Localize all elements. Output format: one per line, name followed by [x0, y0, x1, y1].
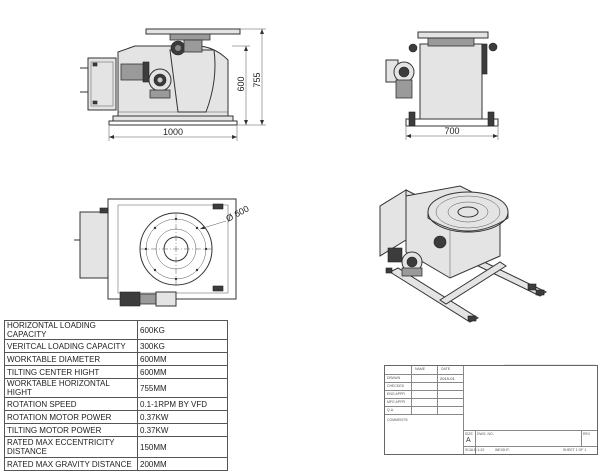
- side-housing: [419, 43, 483, 120]
- front-tilt-motor: [120, 63, 146, 81]
- tb-row-drawn: DRAWN: [387, 376, 401, 380]
- tb-name-header: NAME: [415, 367, 426, 371]
- top-frame: [107, 198, 237, 300]
- front-center-height-label: 600: [236, 76, 246, 91]
- spec-label: VERITCAL LOADING CAPACITY: [4, 339, 138, 353]
- tb-drawn-date: 2019-01: [440, 376, 455, 381]
- spec-label: ROTATION SPEED: [4, 397, 138, 411]
- top-control-box: [79, 211, 109, 279]
- spec-label: TILTING MOTOR POWER: [4, 423, 138, 437]
- front-base-rail: [112, 115, 234, 122]
- spec-label: WORKTABLE DIAMETER: [4, 352, 138, 366]
- spec-label: RATED MAX ECCENTRICITY DISTANCE: [4, 436, 138, 458]
- spec-value: 600MM: [137, 365, 228, 379]
- side-view: 700: [385, 31, 499, 140]
- spec-label: RATED MAX GRAVITY DISTANCE: [4, 457, 138, 471]
- tb-row-checked: CHECKED: [387, 384, 405, 388]
- side-width-label: 700: [444, 126, 459, 136]
- side-worktable: [417, 31, 489, 39]
- front-tilt-arm: [169, 49, 216, 113]
- front-view: 1000 600 755: [80, 28, 266, 141]
- title-block: NAME DATE DRAWN CHECKED ENG APPR. MFG AP…: [384, 365, 598, 455]
- tb-scale: SCALE:1:20: [465, 448, 485, 452]
- drawing-sheet: 1000 600 755 700: [74, 28, 596, 366]
- tb-weight: WEIGHT:: [495, 448, 510, 452]
- iso-leg-front: [388, 267, 480, 323]
- front-base-plate: [108, 120, 238, 126]
- iso-worktable: [427, 191, 509, 233]
- spec-value: 300KG: [137, 339, 228, 353]
- spec-label: WORKTABLE HORIZONTAL HIGHT: [4, 378, 138, 398]
- spec-label: ROTATION MOTOR POWER: [4, 410, 138, 424]
- front-width-label: 1000: [163, 127, 183, 137]
- spec-value: 0.37KW: [137, 410, 228, 424]
- tb-dwg-no: DWG. NO.: [477, 432, 494, 436]
- tb-size-value: A: [466, 437, 471, 444]
- front-total-height-label: 755: [252, 72, 262, 87]
- spec-value: 600MM: [137, 352, 228, 366]
- top-view: Ø 600: [74, 198, 251, 307]
- spec-value: 150MM: [137, 436, 228, 458]
- iso-tilt-motor: [387, 247, 403, 263]
- tb-row-mfg-appr: MFG APPR.: [387, 400, 407, 404]
- tb-date-header: DATE: [441, 367, 451, 371]
- spec-value: 0.1-1RPM BY VFD: [137, 397, 228, 411]
- top-tilt-motor: [119, 291, 141, 307]
- iso-rotation-gear: [433, 235, 447, 249]
- tb-row-eng-appr: ENG APPR.: [387, 392, 406, 396]
- side-base: [405, 118, 499, 127]
- tb-row-qa: Q.A.: [387, 408, 395, 412]
- spec-label: TILTING CENTER HIGHT: [4, 365, 138, 379]
- iso-control-box: [379, 189, 407, 257]
- spec-value: 200MM: [137, 457, 228, 471]
- isometric-view: [379, 185, 548, 323]
- tb-rev: REV: [583, 432, 591, 436]
- spec-value: 600KG: [137, 320, 228, 340]
- spec-value: 755MM: [137, 378, 228, 398]
- tb-sheet: SHEET 1 OF 1: [563, 448, 587, 452]
- front-control-box: [87, 57, 117, 111]
- tb-size-label: SIZE: [465, 432, 473, 436]
- front-worktable: [145, 28, 241, 35]
- tb-comments: COMMENTS:: [387, 418, 409, 422]
- spec-label: HORIZONTAL LOADING CAPACITY: [4, 320, 138, 340]
- spec-value: 0.37KW: [137, 423, 228, 437]
